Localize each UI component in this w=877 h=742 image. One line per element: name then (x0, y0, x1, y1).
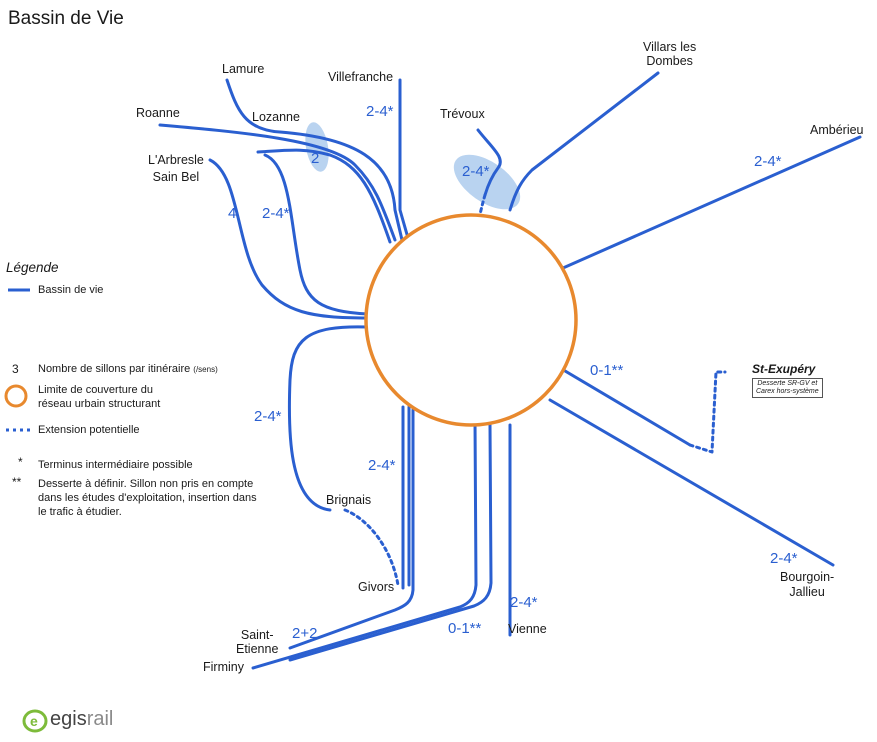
count-villefranche: 2-4* (366, 103, 394, 120)
place-villars: Villars les Dombes (643, 40, 697, 68)
trevoux-count-highlight (453, 154, 521, 210)
line-roanne-2 (263, 153, 370, 316)
legend-ring-symbol (4, 384, 28, 408)
line-brignais (287, 325, 370, 512)
line-villars (508, 71, 660, 212)
svg-text:e: e (30, 713, 38, 729)
place-lozanne: Lozanne (252, 110, 300, 124)
count-saint-etienne: 2+2 (292, 625, 318, 642)
line-brignais-extension (343, 508, 400, 587)
egis-leaf-icon: e (22, 709, 48, 733)
place-brignais: Brignais (326, 493, 372, 507)
place-givors: Givors (358, 580, 395, 594)
line-villefranche (398, 78, 410, 240)
line-trevoux-extension (476, 193, 487, 224)
count-brignais: 2-4* (254, 408, 282, 425)
legend-number-label: Nombre de sillons par itinéraire (/sens) (38, 363, 218, 375)
count-givors: 2-4* (368, 457, 396, 474)
line-lamure (225, 78, 404, 242)
line-arbresle (208, 158, 370, 320)
logo-text: egisrail (50, 708, 114, 730)
place-trevoux: Trévoux (440, 107, 485, 121)
count-lozanne: 2 (311, 150, 320, 167)
place-amberieu: Ambérieu (810, 123, 864, 137)
place-roanne: Roanne (136, 106, 180, 120)
count-roanne: 2-4* (262, 205, 290, 222)
line-firminy (251, 418, 478, 670)
line-bourgoin (548, 398, 835, 567)
count-vienne: 2-4* (510, 594, 538, 611)
legend-star-symbol: * (18, 455, 23, 469)
legend-ring-label: Limite de couverture du réseau urbain st… (38, 384, 161, 410)
count-trevoux: 2-4* (462, 163, 490, 180)
line-roanne (158, 123, 397, 242)
count-vienne-bis: 0-1** (448, 620, 482, 637)
line-trevoux (476, 128, 502, 197)
place-saint-etienne: Saint- Etienne (236, 628, 279, 656)
place-vienne: Vienne (508, 622, 547, 636)
diagram-title: Bassin de Vie (8, 8, 124, 29)
legend-number-symbol: 3 (12, 362, 19, 376)
place-bourgoin: Bourgoin- Jallieu (780, 570, 835, 599)
line-st-exupery-extension (688, 370, 727, 454)
count-arbresle: 4 (228, 205, 237, 222)
legend-star-label: Terminus intermédiaire possible (38, 459, 193, 471)
place-lamure: Lamure (222, 62, 265, 76)
urban-coverage-ring (364, 213, 578, 427)
legend-line-label: Bassin de vie (38, 284, 104, 296)
count-bourgoin: 2-4* (770, 550, 798, 567)
line-amberieu (561, 135, 862, 270)
place-st-exupery: St-Exupéry (752, 362, 816, 376)
legend-title: Légende (6, 260, 59, 275)
line-firminy-2 (288, 423, 493, 662)
count-amberieu: 2-4* (754, 153, 782, 170)
st-exupery-note: Desserte SR-GV et Carex hors-système (752, 378, 823, 398)
place-villefranche: Villefranche (328, 70, 394, 84)
legend-dashed-label: Extension potentielle (38, 424, 140, 436)
place-firminy: Firminy (203, 660, 244, 674)
legend-dstar-symbol: ** (12, 475, 22, 489)
legend-dstar-label: Desserte à définir. Sillon non pris en c… (38, 478, 257, 518)
count-st-exupery: 0-1** (590, 362, 624, 379)
place-arbresle: L'Arbresle Sain Bel (148, 153, 204, 184)
line-saint-etienne (288, 408, 415, 650)
line-lozanne (256, 148, 392, 244)
